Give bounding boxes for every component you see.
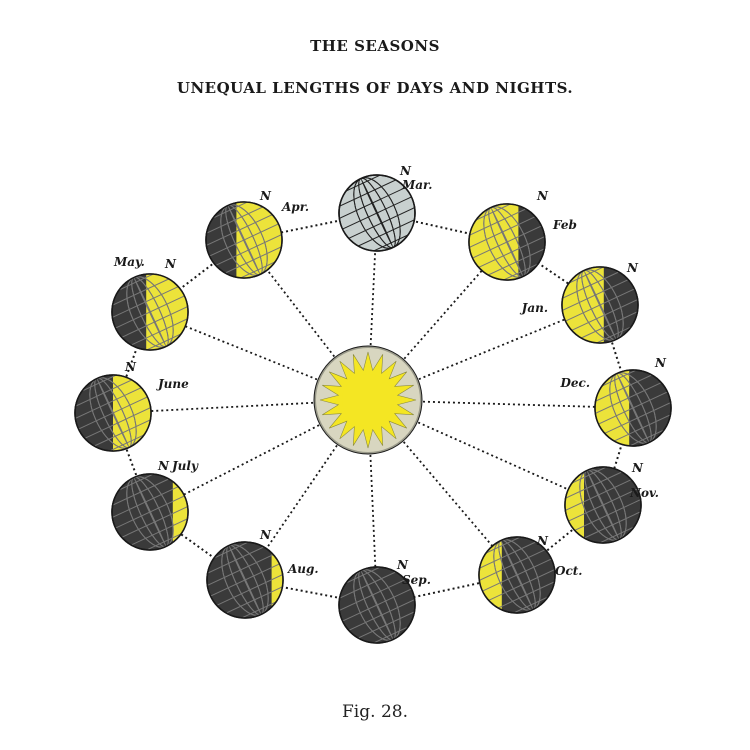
globe-dec — [584, 361, 682, 455]
sun-ray-spoke — [243, 239, 369, 401]
globe-nov — [554, 458, 652, 552]
north-marker: N — [396, 558, 409, 572]
diagram-subtitle: UNEQUAL LENGTHS OF DAYS AND NIGHTS. — [176, 79, 574, 97]
north-marker: N — [536, 534, 549, 548]
globe-oct — [468, 528, 566, 622]
month-label: Apr. — [281, 200, 309, 214]
month-label: Aug. — [287, 562, 319, 576]
globe-sep — [328, 558, 426, 652]
month-label: May. — [113, 255, 145, 269]
sun-ray-spoke — [367, 399, 634, 409]
figure-caption: Fig. 28. — [342, 702, 408, 722]
north-marker: N — [654, 356, 667, 370]
month-label: June — [156, 377, 189, 391]
globe-apr — [195, 193, 293, 287]
north-marker: N — [399, 164, 412, 178]
month-label: Nov. — [629, 486, 659, 500]
globe-june — [64, 366, 162, 460]
globe-july — [101, 465, 199, 559]
sun-icon — [313, 345, 423, 455]
north-marker: N — [157, 459, 170, 473]
north-marker: N — [536, 189, 549, 203]
month-label: Jan. — [520, 301, 548, 315]
north-marker: N — [631, 461, 644, 475]
month-label: Dec. — [559, 376, 590, 390]
month-label: Oct. — [555, 564, 582, 578]
north-marker: N — [626, 261, 639, 275]
north-marker: N — [164, 257, 177, 271]
month-label: Feb — [552, 218, 577, 232]
month-label: Mar. — [401, 178, 432, 192]
north-marker: N — [124, 360, 137, 374]
north-marker: N — [259, 189, 272, 203]
globe-mar — [328, 166, 426, 260]
globe-feb — [458, 195, 556, 289]
sun-ray-spoke — [149, 311, 369, 401]
globe-aug — [196, 533, 294, 627]
globe-may — [101, 265, 199, 359]
month-label: July — [170, 459, 199, 473]
north-marker: N — [259, 528, 272, 542]
diagram-title: THE SEASONS — [310, 37, 440, 55]
month-label: Sep. — [402, 573, 431, 587]
